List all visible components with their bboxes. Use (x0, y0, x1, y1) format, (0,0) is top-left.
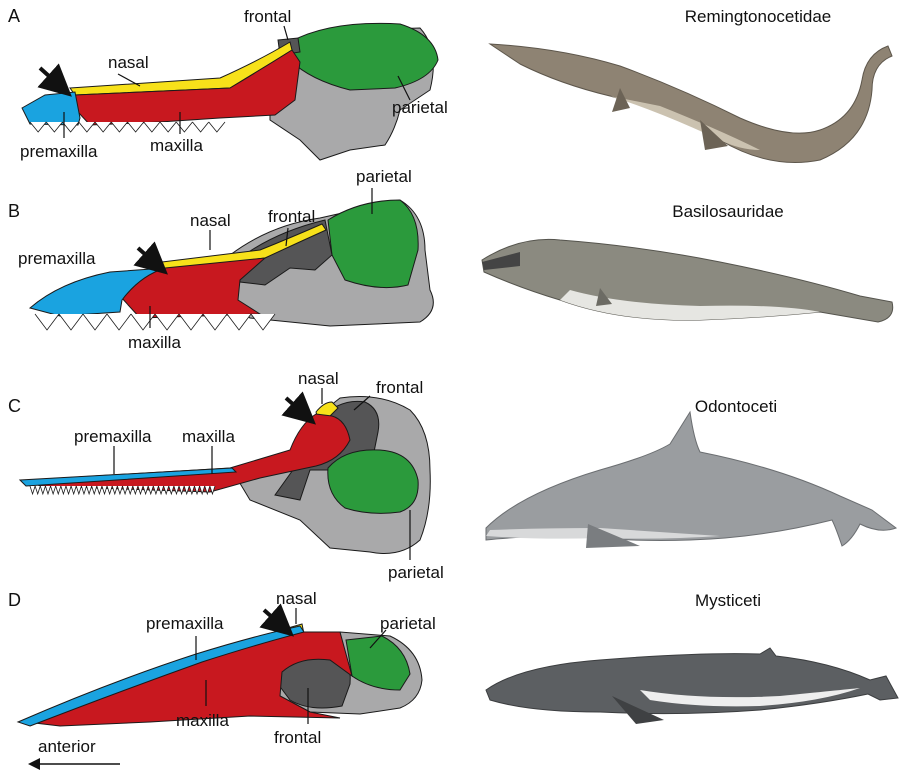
tooth (35, 314, 59, 330)
tooth (117, 486, 122, 494)
tooth (56, 486, 61, 494)
tooth (176, 122, 192, 132)
tooth (63, 122, 79, 132)
label-parietal-c: parietal (388, 563, 444, 582)
taxon-name-d: Mysticeti (695, 591, 761, 610)
tooth (35, 486, 40, 494)
label-maxilla-b: maxilla (128, 333, 181, 352)
arrow-pointer-icon (264, 610, 282, 626)
tooth (144, 122, 160, 132)
tooth (46, 122, 62, 132)
label-premaxilla-a: premaxilla (20, 142, 98, 161)
panel-d: D nasal parietal premaxilla maxilla fron… (8, 589, 898, 747)
tooth (193, 122, 209, 132)
label-maxilla-d: maxilla (176, 711, 229, 730)
skull-a (22, 23, 438, 160)
leader-frontal-a (284, 26, 288, 40)
tooth (111, 122, 127, 132)
skull-c (20, 397, 430, 554)
taxon-name-b: Basilosauridae (672, 202, 784, 221)
tooth (131, 314, 155, 330)
panel-c: C nasal frontal premaxilla maxilla parie… (8, 369, 896, 582)
tooth (51, 486, 56, 494)
label-maxilla-c: maxilla (182, 427, 235, 446)
tooth (83, 314, 107, 330)
label-nasal-d: nasal (276, 589, 317, 608)
taxon-name-a: Remingtonocetidae (685, 7, 831, 26)
label-parietal-a: parietal (392, 98, 448, 117)
tooth (87, 486, 92, 494)
tooth (66, 486, 71, 494)
tooth (40, 486, 45, 494)
label-nasal-b: nasal (190, 211, 231, 230)
label-frontal-c: frontal (376, 378, 423, 397)
anterior-direction-indicator: anterior (34, 737, 120, 764)
label-premaxilla-c: premaxilla (74, 427, 152, 446)
remingtonocetid-illustration (490, 44, 892, 163)
tooth (92, 486, 97, 494)
premaxilla-region-a (22, 92, 80, 125)
tooth (209, 122, 225, 132)
tooth (107, 486, 112, 494)
panel-letter-d: D (8, 590, 21, 610)
label-nasal-c: nasal (298, 369, 339, 388)
panel-b: B nasal frontal parietal premaxilla maxi… (8, 167, 893, 352)
label-maxilla-a: maxilla (150, 136, 203, 155)
tooth (59, 314, 83, 330)
tooth (133, 486, 138, 494)
mysticete-illustration (486, 648, 898, 724)
tooth (155, 314, 179, 330)
tooth (128, 122, 144, 132)
tooth (227, 314, 251, 330)
panel-letter-c: C (8, 396, 21, 416)
label-premaxilla-b: premaxilla (18, 249, 96, 268)
teeth-c (30, 486, 215, 494)
label-frontal-d: frontal (274, 728, 321, 747)
tooth (30, 486, 35, 494)
tooth (61, 486, 66, 494)
direction-label: anterior (38, 737, 96, 756)
tooth (102, 486, 107, 494)
tooth (30, 122, 46, 132)
panel-letter-a: A (8, 6, 20, 26)
basilosaurid-illustration (482, 239, 893, 322)
tooth (45, 486, 50, 494)
tooth (71, 486, 76, 494)
tooth (81, 486, 86, 494)
tooth (203, 314, 227, 330)
label-parietal-d: parietal (380, 614, 436, 633)
tooth (95, 122, 111, 132)
taxon-name-c: Odontoceti (695, 397, 777, 416)
label-premaxilla-d: premaxilla (146, 614, 224, 633)
arrow-pointer-icon (138, 248, 156, 264)
arrow-pointer-icon (286, 398, 304, 414)
tooth (76, 486, 81, 494)
arrow-pointer-icon (40, 68, 60, 86)
label-frontal-a: frontal (244, 7, 291, 26)
odontocete-illustration (486, 412, 896, 548)
tooth (123, 486, 128, 494)
tooth (97, 486, 102, 494)
label-parietal-b: parietal (356, 167, 412, 186)
tooth (128, 486, 133, 494)
tooth (251, 314, 275, 330)
tooth (112, 486, 117, 494)
tooth (107, 314, 131, 330)
label-frontal-b: frontal (268, 207, 315, 226)
label-nasal-a: nasal (108, 53, 149, 72)
panel-a: A nasal frontal parietal premaxilla maxi… (8, 6, 892, 163)
tooth (179, 314, 203, 330)
tooth (160, 122, 176, 132)
panel-letter-b: B (8, 201, 20, 221)
parietal-region-c (328, 450, 418, 514)
tooth (79, 122, 95, 132)
